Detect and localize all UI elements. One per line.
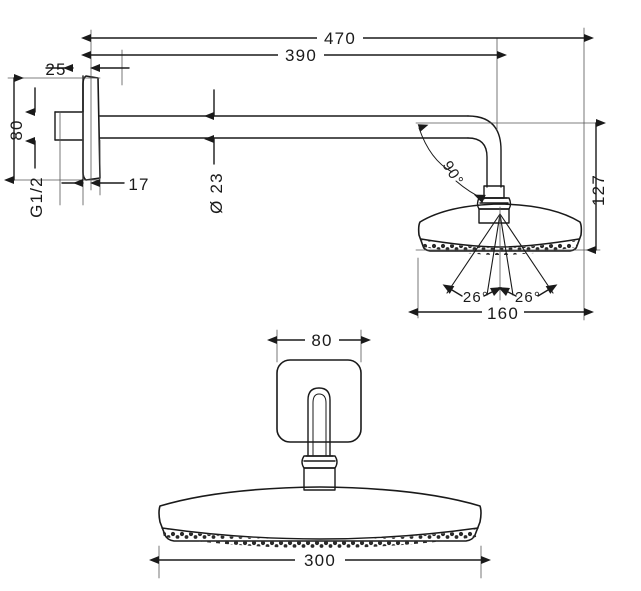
dim-label-26-right: 26°: [515, 289, 541, 306]
shower-arm: [99, 115, 469, 139]
wall-flange: [82, 75, 101, 181]
dim-label-390: 390: [285, 46, 317, 65]
dim-label-160: 160: [487, 304, 519, 323]
dim-90-deg: [417, 124, 486, 204]
dim-label-dia-23: Ø 23: [207, 172, 226, 214]
thread-stub: [54, 111, 84, 141]
dim-label-90-deg: 90°: [439, 158, 467, 189]
ball-joint-front: [301, 455, 338, 491]
spray-cone-lines: [446, 206, 554, 301]
dimension-text-layer: 470 390 25 80 G1/2 17 Ø 23 90° 127 160 2…: [7, 26, 608, 570]
shower-head-nozzle-band: [421, 240, 579, 255]
dim-label-80-top: 80: [7, 119, 26, 140]
connector-tube-front: [307, 387, 331, 456]
dim-label-80-bottom: 80: [311, 331, 332, 350]
wall-plate-front: [276, 359, 362, 443]
dim-label-127: 127: [589, 174, 608, 206]
extension-lines-top: [7, 27, 601, 321]
dim-label-17: 17: [128, 175, 149, 194]
spray-angle-arrows: [442, 284, 558, 297]
arm-elbow: [467, 115, 502, 188]
dim-label-g-half: G1/2: [27, 176, 46, 218]
shower-head-front-nozzle-band: [162, 529, 478, 548]
dim-label-26-left: 26°: [463, 289, 489, 306]
dim-label-300: 300: [304, 551, 336, 570]
dim-label-470: 470: [324, 29, 356, 48]
shower-head-front: [158, 486, 482, 542]
dim-label-25: 25: [45, 60, 66, 79]
